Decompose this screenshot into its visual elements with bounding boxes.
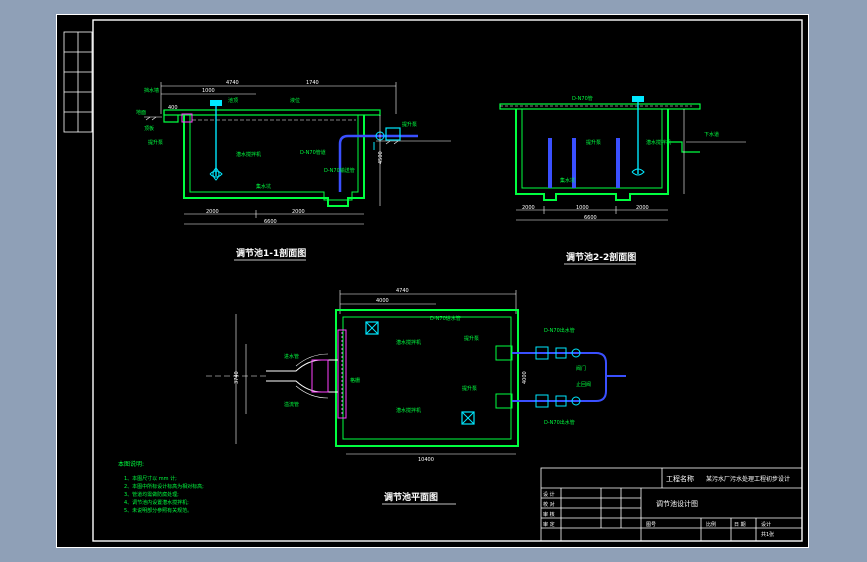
tb-project-label: 工程名称 bbox=[666, 474, 694, 483]
tank-inner-wall bbox=[189, 115, 359, 201]
title-block bbox=[540, 467, 803, 542]
section-1-1: 4740 1740 1000 2 bbox=[136, 80, 451, 261]
label-grade: 地面 bbox=[136, 109, 146, 116]
outer-border bbox=[56, 14, 809, 548]
tb-row-label: 审 核 bbox=[543, 511, 555, 518]
label-pipe-dn: D-N70管道 bbox=[300, 149, 326, 156]
label-slab: 顶板 bbox=[144, 125, 154, 132]
dim-s11-bottom-a: 2000 bbox=[206, 209, 219, 215]
plan-pump-b-icon bbox=[535, 394, 549, 408]
plan-view: 4740 4000 10400 3740 4000 bbox=[206, 288, 626, 505]
label-plan-check: 止回阀 bbox=[576, 381, 591, 388]
note-line: 1、本图尺寸以 mm 计; bbox=[124, 475, 177, 482]
label-plan-mixer-a: 潜水搅拌机 bbox=[396, 339, 421, 346]
top-slab bbox=[163, 109, 381, 116]
label-wall-l: 挡水墙 bbox=[144, 87, 159, 94]
plan-pump-a-icon bbox=[535, 346, 549, 360]
tb-footer-a: 图号 bbox=[646, 522, 656, 528]
dim-s22-a: 2000 bbox=[522, 205, 535, 211]
dim-s11-h2: 400 bbox=[168, 105, 178, 111]
dim-s11-bottom-b: 2000 bbox=[292, 209, 305, 215]
note-line: 4、调节池内设置潜水搅拌机; bbox=[124, 499, 189, 506]
plan-tank-outer bbox=[335, 309, 519, 447]
label-pump-l: 提升泵 bbox=[148, 139, 163, 146]
title-plan: 调节池平面图 bbox=[384, 491, 438, 503]
plan-tank-inner bbox=[342, 316, 512, 440]
label-pipe-right: D-N70输送管 bbox=[324, 167, 355, 174]
tank-wall-22 bbox=[515, 109, 669, 201]
dim-s11-total: 6600 bbox=[264, 219, 277, 225]
label-pump-r: 提升泵 bbox=[402, 121, 417, 128]
binding-strip bbox=[63, 31, 93, 133]
drawing-canvas: 4740 1740 1000 2 bbox=[56, 14, 809, 548]
dim-plan-bottom: 10400 bbox=[418, 457, 434, 463]
label-pit-22: 集水坑 bbox=[560, 177, 575, 184]
dim-plan-top2: 4000 bbox=[376, 298, 389, 304]
tank-wall bbox=[183, 115, 365, 207]
label-plan-inlet: 进水管 bbox=[284, 353, 299, 360]
notes-heading: 本图说明: bbox=[118, 460, 144, 468]
plan-mixer-b-icon bbox=[461, 411, 475, 425]
tb-drawing-name: 调节池设计图 bbox=[656, 499, 698, 508]
tb-footer-e: 共1张 bbox=[761, 531, 774, 538]
label-plan-valve: 阀门 bbox=[576, 365, 586, 372]
label-water-level: 液位 bbox=[290, 97, 300, 104]
pump-riser-pipe bbox=[338, 134, 372, 192]
tb-row-label: 审 定 bbox=[543, 521, 555, 528]
plan-outlet-pipes bbox=[512, 352, 626, 402]
drawing-sheet: 4740 1740 1000 2 bbox=[56, 14, 809, 548]
dim-s22-c: 2000 bbox=[636, 205, 649, 211]
label-ground-22: 下水道 bbox=[704, 131, 719, 138]
tb-row-label: 校 对 bbox=[543, 501, 555, 508]
label-plan-pump-b: 提升泵 bbox=[462, 385, 477, 392]
tb-row-label: 设 计 bbox=[543, 491, 555, 498]
label-mixer: 潜水搅拌机 bbox=[236, 151, 261, 158]
label-tank-top: 池顶 bbox=[228, 97, 238, 104]
mixer-motor-icon bbox=[210, 100, 222, 106]
dim-plan-top: 4740 bbox=[396, 288, 409, 294]
label-pit: 集水坑 bbox=[256, 183, 271, 190]
pump-icon bbox=[385, 127, 401, 141]
label-plan-pipe-top: D-N70进水管 bbox=[430, 315, 461, 322]
dim-s22-b: 1000 bbox=[576, 205, 589, 211]
plan-mixer-a-icon bbox=[365, 321, 379, 335]
label-plan-out-a: D-N70出水管 bbox=[544, 327, 575, 334]
label-mixer-22: 潜水搅拌机 bbox=[646, 139, 671, 146]
note-line: 2、本图中所标设计标高为相对标高; bbox=[124, 483, 204, 490]
pump-22a-icon bbox=[548, 138, 552, 188]
label-pump-22: 提升泵 bbox=[586, 139, 601, 146]
note-line: 3、管道均需做防腐处理; bbox=[124, 491, 179, 498]
tb-footer-d: 设计 bbox=[761, 521, 771, 528]
dim-s11-top2: 1740 bbox=[306, 80, 319, 86]
dim-s11-top: 4740 bbox=[226, 80, 239, 86]
mixer-propeller-icon bbox=[209, 167, 223, 181]
mixer-22-icon bbox=[632, 96, 644, 102]
plan-screen-icon bbox=[337, 329, 347, 419]
label-plan-out-b: D-N70出水管 bbox=[544, 419, 575, 426]
tb-project-name: 某污水厂污水处理工程初步设计 bbox=[706, 475, 790, 483]
dim-s11-h1: 4500 bbox=[378, 151, 384, 164]
plan-inlet-box bbox=[311, 359, 329, 393]
note-line: 5、未说明部分参照有关规范。 bbox=[124, 507, 192, 514]
title-section-2-2: 调节池2-2剖面图 bbox=[566, 251, 636, 263]
label-plan-mixer-b: 潜水搅拌机 bbox=[396, 407, 421, 414]
label-pipe-22: D-N70管 bbox=[572, 95, 593, 102]
tb-footer-c: 日 期 bbox=[734, 522, 746, 528]
tb-footer-b: 比例 bbox=[706, 521, 716, 528]
title-section-1-1: 调节池1-1剖面图 bbox=[236, 247, 306, 259]
dim-s22-total: 6600 bbox=[584, 215, 597, 221]
plan-valve-a-icon bbox=[555, 347, 567, 359]
label-plan-screen: 格栅 bbox=[350, 377, 360, 384]
top-slab-22 bbox=[499, 103, 701, 110]
dim-plan-right: 4000 bbox=[522, 371, 528, 384]
label-plan-pump-a: 提升泵 bbox=[464, 335, 479, 342]
notes: 本图说明: 1、本图尺寸以 mm 计; 2、本图中所标设计标高为相对标高; 3、… bbox=[118, 460, 204, 514]
inner-border bbox=[92, 19, 803, 542]
dim-plan-left: 3740 bbox=[234, 371, 240, 384]
dim-s11-sub: 1000 bbox=[202, 88, 215, 94]
section-2-2: 2000 1000 2000 6600 D-N70管 提升泵 潜水搅拌机 集水坑… bbox=[499, 95, 746, 265]
label-plan-overflow: 溢流管 bbox=[284, 401, 299, 408]
